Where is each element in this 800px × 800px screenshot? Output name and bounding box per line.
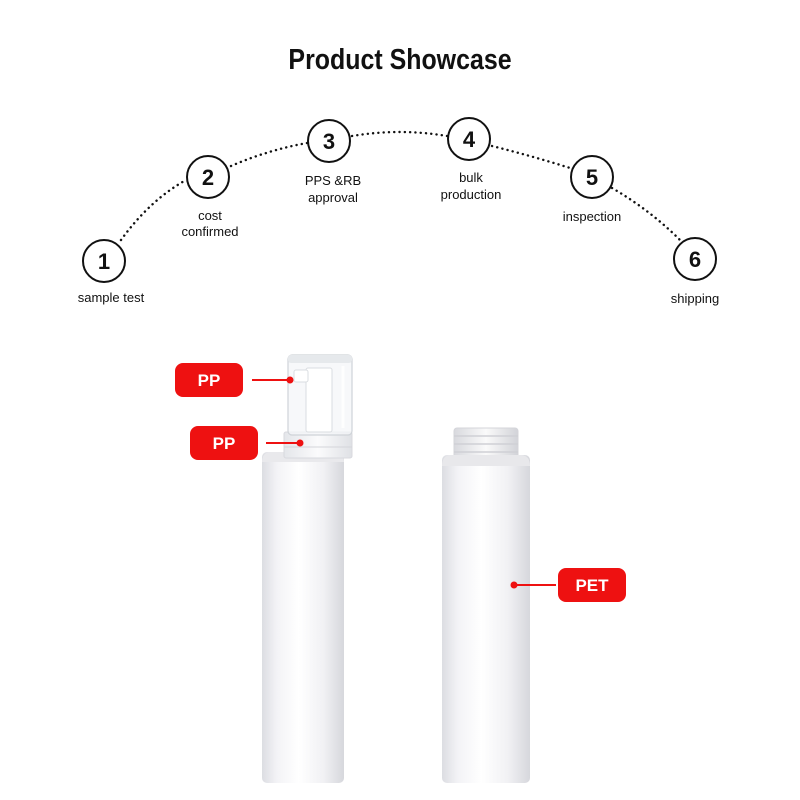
step-number: 5 [586,165,598,190]
process-step-5: 5 inspection [563,155,622,224]
process-connectors [119,130,682,242]
material-tag-cap: PP [175,363,294,397]
step-number: 1 [98,249,110,274]
foam-pump-bottle [262,354,353,783]
step-circle [570,155,614,199]
step-label: sample test [78,290,145,305]
pump-nozzle [293,369,309,383]
tag-pill [558,568,626,602]
step-number: 6 [689,247,701,272]
tag-label: PET [575,576,609,595]
tag-dot [286,376,294,384]
bottle-body [442,455,530,783]
bottle-shoulder [442,455,530,466]
material-tag-pump: PP [190,426,304,460]
cap-top-edge [288,355,352,363]
connector-5-6 [610,186,682,242]
pump-actuator [305,367,333,433]
pump-collar [283,431,353,459]
tag-pill [175,363,243,397]
connector-2-3 [229,141,309,168]
tag-dot [296,439,304,447]
connector-4-5 [490,144,572,170]
bottle-neck [453,427,519,459]
material-tag-bottle: PET [510,568,626,602]
pet-bottle [442,427,530,783]
connector-1-2 [119,178,188,242]
step-number: 2 [202,165,214,190]
tag-label: PP [213,434,236,453]
step-number: 4 [463,127,476,152]
tag-pill [190,426,258,460]
tag-dot [510,581,518,589]
step-number: 3 [323,129,335,154]
process-step-6: 6 shipping [671,237,719,306]
step-circle [447,117,491,161]
tag-label: PP [198,371,221,390]
step-circle [307,119,351,163]
step-label: shipping [671,291,719,306]
step-label: inspection [563,209,622,224]
step-circle [186,155,230,199]
bottle-body [262,452,344,783]
page-title: Product Showcase [288,44,512,76]
step-circle [82,239,126,283]
process-step-1: 1 sample test [78,239,145,305]
connector-3-4 [350,130,449,138]
step-circle [673,237,717,281]
